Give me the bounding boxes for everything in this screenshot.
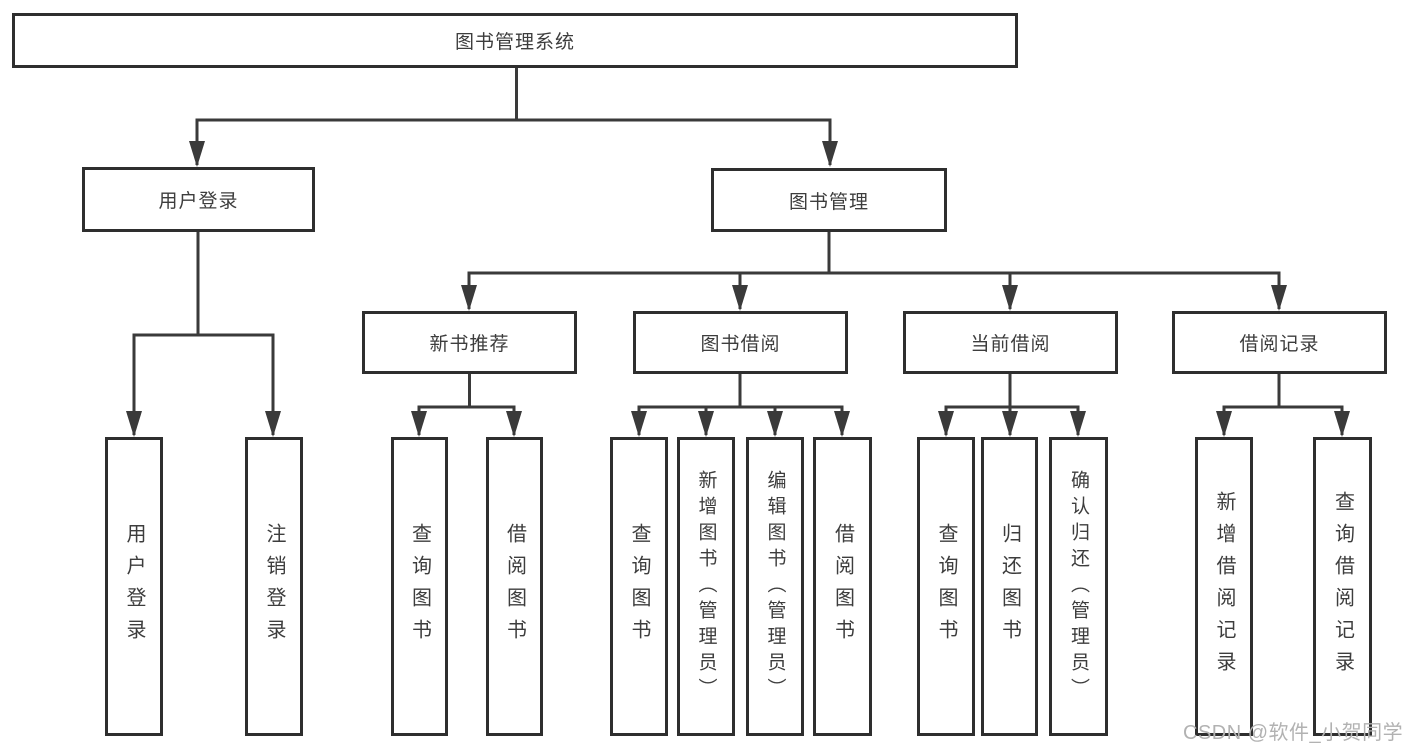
leaf-logout: 注销登录 [245, 437, 303, 736]
leaf-query-borrow-record: 查询借阅记录 [1313, 437, 1372, 736]
leaf-query-books-current: 查询图书 [917, 437, 975, 736]
node-new-book-recommendation: 新书推荐 [362, 311, 577, 374]
leaf-return-books: 归还图书 [981, 437, 1038, 736]
leaf-query-books-recommend: 查询图书 [391, 437, 448, 736]
node-book-borrowing: 图书借阅 [633, 311, 848, 374]
leaf-add-borrow-record: 新增借阅记录 [1195, 437, 1253, 736]
leaf-borrow-books: 借阅图书 [813, 437, 872, 736]
leaf-confirm-return-admin: 确认归还（管理员） [1049, 437, 1108, 736]
node-borrowing-records: 借阅记录 [1172, 311, 1387, 374]
leaf-add-book-admin: 新增图书（管理员） [677, 437, 735, 736]
leaf-edit-book-admin: 编辑图书（管理员） [746, 437, 804, 736]
node-root: 图书管理系统 [12, 13, 1018, 68]
node-book-management: 图书管理 [711, 168, 947, 232]
node-current-borrowing: 当前借阅 [903, 311, 1118, 374]
node-user-login: 用户登录 [82, 167, 315, 232]
leaf-user-login: 用户登录 [105, 437, 163, 736]
csdn-watermark: CSDN @软件_小贺同学 [1183, 722, 1404, 744]
leaf-query-books-borrowing: 查询图书 [610, 437, 668, 736]
leaf-borrow-books-recommend: 借阅图书 [486, 437, 543, 736]
